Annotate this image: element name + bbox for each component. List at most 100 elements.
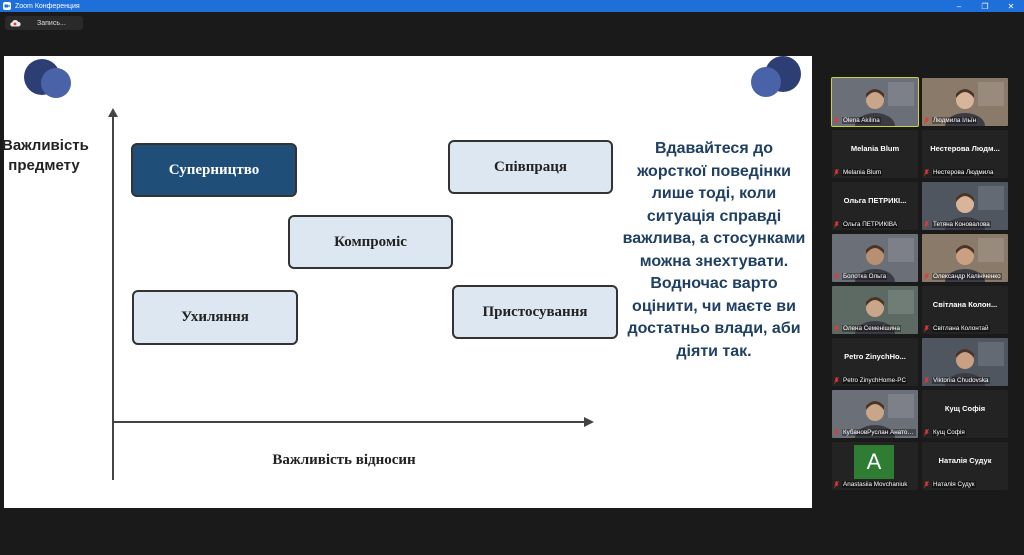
x-axis	[112, 421, 586, 423]
box-compromise: Компроміс	[288, 215, 453, 269]
participant-caption: Нестерова Людмила	[924, 168, 1006, 177]
recording-indicator[interactable]: Запись...	[5, 16, 83, 30]
participant-video	[922, 78, 1008, 126]
participant-name-label: Olena Akilina	[842, 117, 881, 124]
participant-name-label: Кущ Софія	[932, 429, 966, 436]
participant-name-label: Тетяна Коновалова	[932, 221, 991, 228]
participant-tile[interactable]: Viktoriia Chudovska	[922, 338, 1008, 386]
participant-tile[interactable]: Олександр Калініченко	[922, 234, 1008, 282]
participant-caption: Melania Blum	[834, 168, 916, 177]
mic-muted-icon	[924, 325, 929, 332]
participant-display-name: Кущ Софія	[944, 404, 986, 413]
participant-name-label: Олександр Калініченко	[932, 273, 1002, 280]
mic-muted-icon	[834, 169, 839, 176]
participant-tile[interactable]: Олена Семенішина	[832, 286, 918, 334]
participant-display-name: Наталія Судук	[938, 456, 992, 465]
participant-caption: Світлана Колонтай	[924, 324, 1006, 333]
participant-name-label: Petro ZinychHome-PC	[842, 377, 907, 384]
participant-caption: Ольга ПЕТРИКІВА	[834, 220, 916, 229]
participant-tile[interactable]: Ольга ПЕТРИКІ... Ольга ПЕТРИКІВА	[832, 182, 918, 230]
participant-tile[interactable]: Болотка Ольга	[832, 234, 918, 282]
slide-body-text: Вдавайтеся до жорсткої поведінки лише то…	[622, 140, 806, 360]
participant-tile[interactable]: Olena Akilina	[831, 77, 919, 127]
participant-name-label: Anastasiia Movchaniuk	[842, 481, 909, 488]
participant-caption: Наталія Судук	[924, 480, 1006, 489]
participant-caption: Олександр Калініченко	[924, 272, 1006, 281]
participant-video	[832, 78, 918, 126]
mic-muted-icon	[924, 221, 929, 228]
participant-video	[922, 234, 1008, 282]
participant-display-name: Petro ZinychHo...	[844, 352, 906, 361]
mic-muted-icon	[924, 169, 929, 176]
participant-video	[922, 338, 1008, 386]
mic-muted-icon	[834, 325, 839, 332]
participant-video	[922, 182, 1008, 230]
participant-name-label: Viktoriia Chudovska	[932, 377, 990, 384]
box-cooperation: Співпраця	[448, 140, 613, 194]
mic-muted-icon	[924, 117, 929, 124]
participant-tile[interactable]: Світлана Колон... Світлана Колонтай	[922, 286, 1008, 334]
participant-name-label: Наталія Судук	[932, 481, 976, 488]
participant-display-name: Melania Blum	[850, 144, 900, 153]
participant-tile[interactable]: Тетяна Коновалова	[922, 182, 1008, 230]
recording-label: Запись...	[37, 19, 66, 27]
participant-name-label: Ольга ПЕТРИКІВА	[842, 221, 899, 228]
participant-display-name: Світлана Колон...	[932, 300, 998, 309]
decor-circle-light	[751, 67, 781, 97]
box-competition: Суперництво	[131, 143, 297, 197]
mic-muted-icon	[924, 429, 929, 436]
participant-name-label: Світлана Колонтай	[932, 325, 990, 332]
participant-name-label: Melania Blum	[842, 169, 883, 176]
participant-tile[interactable]: Людмила Ільїн	[922, 78, 1008, 126]
participant-name-label: КубановРуслан Анатолійович	[842, 429, 916, 436]
zoom-app-icon	[3, 2, 11, 10]
participant-tile[interactable]: КубановРуслан Анатолійович	[832, 390, 918, 438]
participant-caption: Olena Akilina	[834, 116, 916, 125]
participant-video	[832, 286, 918, 334]
box-avoidance: Ухиляння	[132, 290, 298, 345]
y-axis	[112, 114, 114, 480]
participant-caption: Petro ZinychHome-PC	[834, 376, 916, 385]
mic-muted-icon	[834, 273, 839, 280]
participant-caption: Людмила Ільїн	[924, 116, 1006, 125]
participant-caption: Тетяна Коновалова	[924, 220, 1006, 229]
participant-name-label: Болотка Ольга	[842, 273, 888, 280]
participant-caption: Кущ Софія	[924, 428, 1006, 437]
mic-muted-icon	[924, 377, 929, 384]
cloud-record-icon	[9, 18, 21, 28]
mic-muted-icon	[834, 481, 839, 488]
minimize-button[interactable]: –	[956, 1, 962, 11]
mic-muted-icon	[924, 273, 929, 280]
participant-video	[832, 390, 918, 438]
mic-muted-icon	[834, 117, 839, 124]
y-axis-arrow	[108, 108, 118, 117]
participant-caption: Болотка Ольга	[834, 272, 916, 281]
mic-muted-icon	[834, 221, 839, 228]
shared-screen-slide: Важливість предмету Важливість відносин …	[2, 56, 812, 508]
participant-caption: Anastasiia Movchaniuk	[834, 480, 916, 489]
close-button[interactable]: ✕	[1007, 1, 1015, 11]
mic-muted-icon	[924, 481, 929, 488]
decor-circle-light	[41, 68, 71, 98]
participant-tile[interactable]: Нестерова Людм... Нестерова Людмила	[922, 130, 1008, 178]
participant-video	[832, 234, 918, 282]
participant-tile[interactable]: Petro ZinychHo... Petro ZinychHome-PC	[832, 338, 918, 386]
window-title: Zoom Конференция	[15, 2, 80, 10]
participant-caption: Viktoriia Chudovska	[924, 376, 1006, 385]
x-axis-arrow	[584, 417, 594, 427]
recording-bar: Запись...	[0, 12, 1024, 42]
participant-display-name: Нестерова Людм...	[930, 144, 1000, 153]
participant-caption: КубановРуслан Анатолійович	[834, 428, 916, 437]
participant-name-label: Людмила Ільїн	[932, 117, 978, 124]
maximize-button[interactable]: ❐	[981, 1, 989, 11]
window-titlebar: Zoom Конференция – ❐ ✕	[0, 0, 1024, 12]
y-axis-label: Важливість предмету	[2, 137, 89, 174]
mic-muted-icon	[834, 377, 839, 384]
participant-caption: Олена Семенішина	[834, 324, 916, 333]
x-axis-label: Важливість відносин	[272, 452, 416, 468]
participant-display-name: Ольга ПЕТРИКІ...	[843, 196, 907, 205]
